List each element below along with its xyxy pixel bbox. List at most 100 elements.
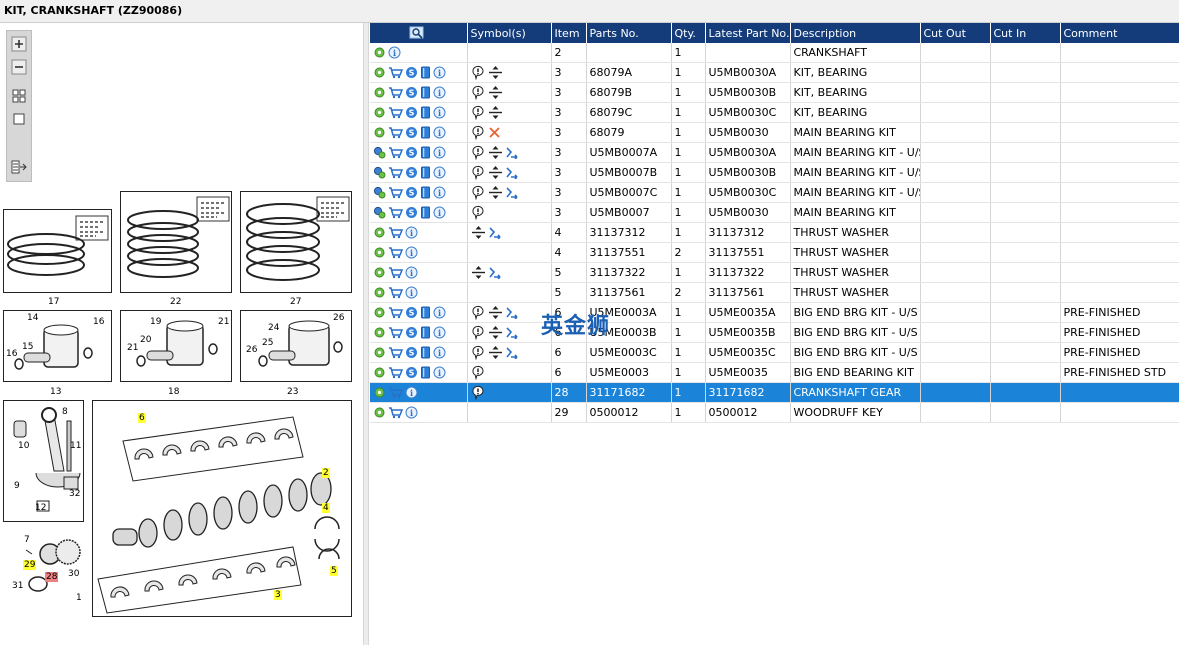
callout-24[interactable]: 24	[268, 323, 280, 333]
export-icon[interactable]	[11, 159, 27, 175]
callout-20[interactable]: 20	[140, 335, 152, 345]
cart-icon[interactable]	[388, 286, 403, 299]
callout-14[interactable]: 14	[27, 313, 39, 323]
thrust-symbol-icon[interactable]	[488, 65, 503, 80]
gear-icon[interactable]	[373, 246, 386, 259]
book-icon[interactable]	[420, 126, 431, 139]
callout-10[interactable]: 10	[18, 441, 30, 451]
info-icon[interactable]: i	[433, 326, 446, 339]
info-icon[interactable]: i	[405, 246, 418, 259]
cart-icon[interactable]	[388, 266, 403, 279]
book-icon[interactable]	[420, 366, 431, 379]
callout-1[interactable]: 1	[76, 593, 82, 603]
column-header-parts-no[interactable]: Parts No.	[586, 23, 672, 43]
cart-icon[interactable]	[388, 146, 403, 159]
book-icon[interactable]	[420, 166, 431, 179]
callout-6[interactable]: 6	[138, 413, 146, 423]
callout-11[interactable]: 11	[70, 441, 82, 451]
cart-icon[interactable]	[388, 166, 403, 179]
note-icon[interactable]	[471, 305, 486, 320]
cart-icon[interactable]	[388, 66, 403, 79]
info-icon[interactable]: i	[405, 386, 418, 399]
gears-icon[interactable]	[373, 146, 386, 159]
thrust-symbol-icon[interactable]	[471, 265, 486, 280]
info-icon[interactable]: i	[433, 306, 446, 319]
callout-30[interactable]: 30	[68, 569, 80, 579]
book-icon[interactable]	[420, 206, 431, 219]
info-icon[interactable]: i	[433, 66, 446, 79]
note-icon[interactable]	[471, 325, 486, 340]
column-header-cut-out[interactable]: Cut Out	[920, 23, 991, 43]
callout-5[interactable]: 5	[330, 566, 338, 576]
column-header-latest-part-no[interactable]: Latest Part No.	[705, 23, 791, 43]
callout-4[interactable]: 4	[322, 503, 330, 513]
book-icon[interactable]	[420, 306, 431, 319]
callout-18[interactable]: 18	[168, 387, 180, 397]
cart-icon[interactable]	[388, 386, 403, 399]
note-icon[interactable]	[471, 125, 486, 140]
gears-icon[interactable]	[373, 186, 386, 199]
callout-26[interactable]: 26	[333, 313, 345, 323]
supersession-icon[interactable]: S	[405, 106, 418, 119]
replacement-arrow-icon[interactable]	[505, 146, 518, 159]
supersession-icon[interactable]: S	[405, 146, 418, 159]
note-icon[interactable]	[471, 385, 486, 400]
thrust-symbol-icon[interactable]	[471, 225, 486, 240]
callout-12[interactable]: 12	[35, 503, 47, 513]
column-header-symbols[interactable]: Symbol(s)	[467, 23, 552, 43]
cart-icon[interactable]	[388, 366, 403, 379]
replacement-arrow-icon[interactable]	[505, 346, 518, 359]
callout-15[interactable]: 15	[22, 342, 34, 352]
supersession-icon[interactable]: S	[405, 306, 418, 319]
book-icon[interactable]	[420, 146, 431, 159]
replacement-arrow-icon[interactable]	[505, 326, 518, 339]
search-parts-icon[interactable]	[409, 26, 425, 40]
callout-29[interactable]: 29	[23, 560, 37, 570]
cart-icon[interactable]	[388, 406, 403, 419]
cart-icon[interactable]	[388, 226, 403, 239]
info-icon[interactable]: i	[388, 46, 401, 59]
thrust-symbol-icon[interactable]	[488, 85, 503, 100]
cart-icon[interactable]	[388, 346, 403, 359]
gear-icon[interactable]	[373, 86, 386, 99]
book-icon[interactable]	[420, 326, 431, 339]
thrust-symbol-icon[interactable]	[488, 185, 503, 200]
callout-28[interactable]: 28	[45, 572, 59, 582]
thrust-symbol-icon[interactable]	[488, 325, 503, 340]
replacement-arrow-icon[interactable]	[505, 166, 518, 179]
book-icon[interactable]	[420, 186, 431, 199]
cart-icon[interactable]	[388, 86, 403, 99]
book-icon[interactable]	[420, 86, 431, 99]
note-icon[interactable]	[471, 65, 486, 80]
gear-icon[interactable]	[373, 106, 386, 119]
callout-17[interactable]: 17	[48, 297, 60, 307]
callout-27[interactable]: 27	[290, 297, 302, 307]
info-icon[interactable]: i	[433, 166, 446, 179]
gear-icon[interactable]	[373, 226, 386, 239]
supersession-icon[interactable]: S	[405, 166, 418, 179]
info-icon[interactable]: i	[405, 406, 418, 419]
cart-icon[interactable]	[388, 206, 403, 219]
info-icon[interactable]: i	[433, 186, 446, 199]
gears-icon[interactable]	[373, 166, 386, 179]
supersession-icon[interactable]: S	[405, 366, 418, 379]
book-icon[interactable]	[420, 346, 431, 359]
cross-icon[interactable]	[488, 126, 501, 139]
replacement-arrow-icon[interactable]	[505, 186, 518, 199]
thrust-symbol-icon[interactable]	[488, 145, 503, 160]
cart-icon[interactable]	[388, 126, 403, 139]
info-icon[interactable]: i	[433, 126, 446, 139]
supersession-icon[interactable]: S	[405, 186, 418, 199]
book-icon[interactable]	[420, 66, 431, 79]
note-icon[interactable]	[471, 205, 486, 220]
zoom-in-icon[interactable]	[11, 36, 27, 52]
info-icon[interactable]: i	[433, 106, 446, 119]
column-header-qty[interactable]: Qty.	[671, 23, 706, 43]
info-icon[interactable]: i	[433, 206, 446, 219]
note-icon[interactable]	[471, 165, 486, 180]
